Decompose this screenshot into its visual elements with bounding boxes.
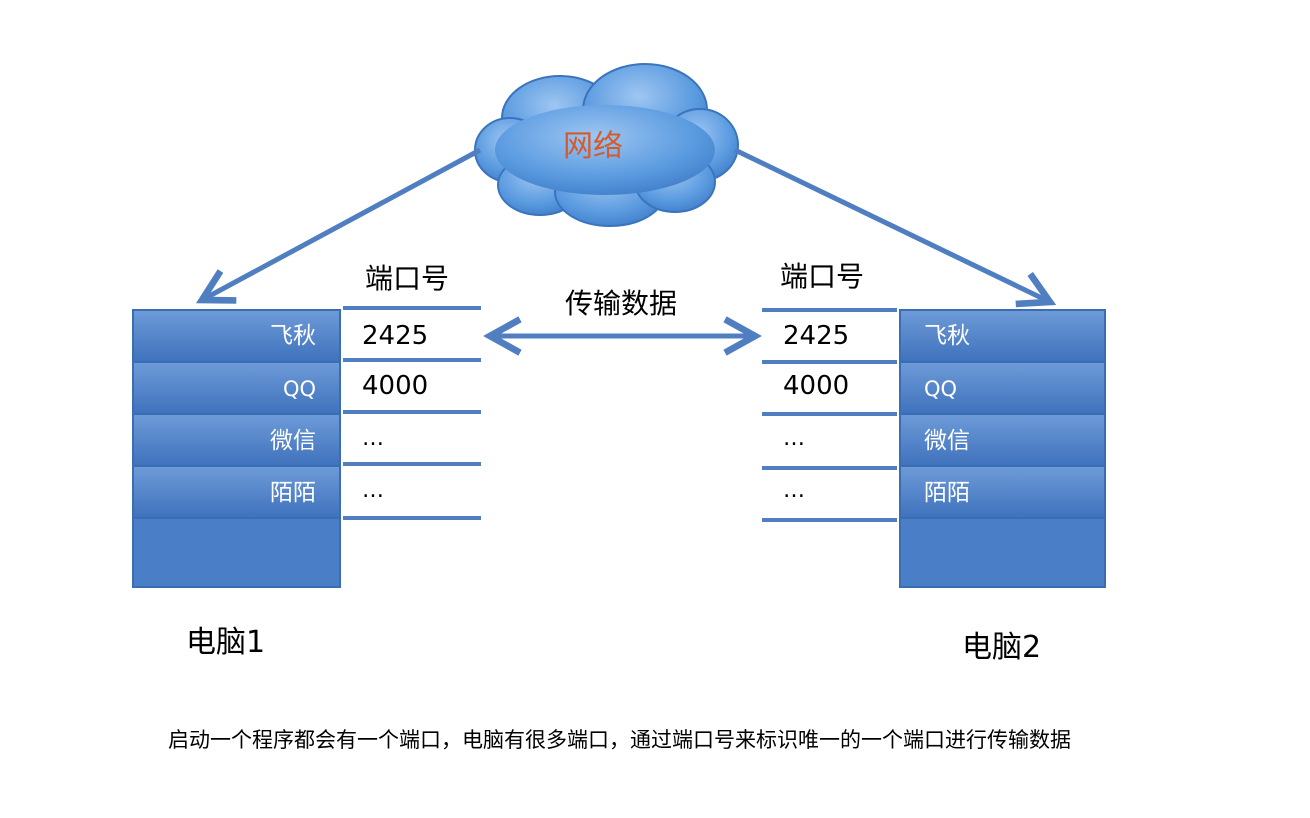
computer2-app-label: 微信 bbox=[924, 428, 970, 454]
computer2-app-label: 陌陌 bbox=[924, 480, 970, 506]
computer1-box bbox=[132, 309, 341, 588]
computer2-app-row bbox=[899, 413, 1106, 467]
computer1-app-row bbox=[132, 361, 341, 415]
computer2-box bbox=[899, 309, 1106, 588]
computer2-port-value: 2425 bbox=[783, 321, 850, 351]
computer1-app-label: 微信 bbox=[270, 428, 316, 454]
transfer-label: 传输数据 bbox=[565, 287, 678, 320]
computer2-app-row bbox=[899, 309, 1106, 363]
computer1-name: 电脑1 bbox=[186, 625, 266, 660]
cloud-icon bbox=[474, 63, 739, 227]
computer1-app-row bbox=[132, 465, 341, 519]
computer1-app-label: QQ bbox=[282, 377, 316, 401]
computer2-app-label: QQ bbox=[924, 377, 958, 401]
network-to-computer1-arrow bbox=[202, 147, 482, 300]
network-label: 网络 bbox=[563, 129, 623, 164]
computer2-app-row bbox=[899, 465, 1106, 519]
computer2-port-value: 4000 bbox=[783, 371, 850, 401]
network-to-computer2-arrow bbox=[733, 147, 1050, 302]
computer2-app-label: 飞秋 bbox=[924, 323, 970, 349]
computer2-port-title: 端口号 bbox=[780, 260, 865, 293]
computer1-app-row bbox=[132, 309, 341, 363]
computer1-app-row bbox=[132, 413, 341, 467]
computer1-app-label: 飞秋 bbox=[270, 323, 316, 349]
computer1-app-label: 陌陌 bbox=[270, 480, 316, 506]
computer1-port-value: 2425 bbox=[362, 321, 429, 351]
computer1-port-value: 4000 bbox=[362, 371, 429, 401]
computer2-name: 电脑2 bbox=[962, 630, 1042, 665]
computer2-port-value: … bbox=[783, 426, 805, 451]
computer1-port-title: 端口号 bbox=[365, 262, 450, 295]
computer1-port-value: … bbox=[362, 426, 384, 451]
computer2-port-lines bbox=[762, 308, 897, 522]
diagram-caption: 启动一个程序都会有一个端口，电脑有很多端口，通过端口号来标识唯一的一个端口进行传… bbox=[168, 728, 1071, 752]
computer1-port-value: … bbox=[362, 478, 384, 503]
computer1-port-lines bbox=[343, 306, 481, 520]
computer2-port-value: … bbox=[783, 478, 805, 503]
